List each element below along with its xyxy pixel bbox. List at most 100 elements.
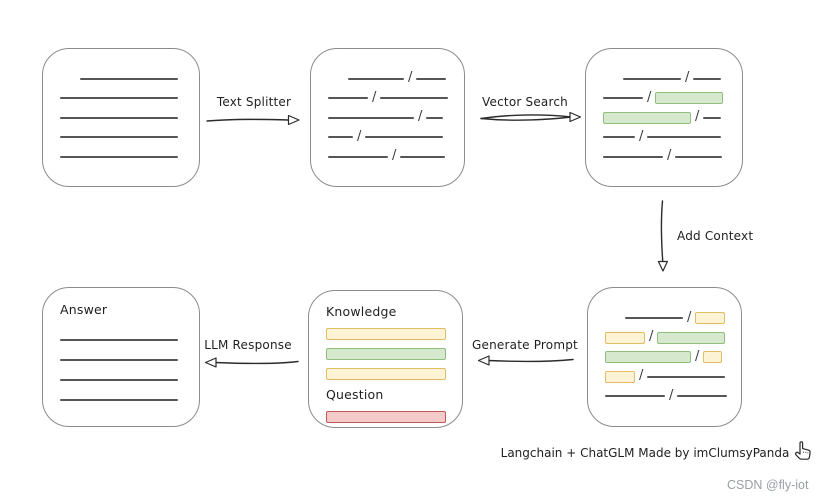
text-line (365, 136, 444, 138)
knowledge-label: Knowledge (326, 304, 397, 319)
sketch-row (60, 390, 182, 410)
sketch-row (60, 127, 182, 147)
text-line (60, 136, 178, 138)
slash-separator: / (685, 70, 690, 85)
sketch-row: / (348, 69, 447, 89)
yellow-highlight (695, 312, 726, 324)
text-line (647, 136, 722, 138)
text-line (60, 399, 178, 401)
context-lines: / / / / / (605, 308, 728, 406)
text-line (328, 136, 353, 138)
slash-separator: / (687, 309, 692, 325)
sketch-row (326, 324, 446, 344)
slash-separator: / (669, 387, 674, 403)
text-line (703, 116, 722, 119)
answer-lines (60, 330, 182, 410)
slash-separator: / (418, 109, 423, 124)
context-box: / / / / / (587, 287, 742, 427)
slash-separator: / (357, 128, 362, 144)
sketch-row: / (328, 108, 447, 128)
knowledge-bars (326, 324, 446, 384)
sketch-row: / (623, 69, 725, 89)
add-context-label: Add Context (677, 229, 754, 243)
text-line (60, 116, 178, 119)
slash-separator: / (639, 128, 644, 144)
text-line (328, 155, 388, 158)
sketch-row (326, 407, 446, 427)
generate-prompt-arrow (477, 355, 574, 366)
chunk-lines: ///// (328, 69, 449, 167)
generate-prompt-label: Generate Prompt (472, 338, 578, 352)
yellow-highlight (703, 351, 723, 363)
sketch-row (60, 330, 182, 350)
text-line (328, 116, 414, 119)
text-line (380, 97, 449, 99)
slash-separator: / (392, 148, 397, 163)
yellow-highlight (326, 368, 446, 380)
answer-box: Answer (42, 287, 200, 427)
vector-result-lines: ///// (603, 69, 725, 167)
vector-search-arrow (480, 111, 582, 123)
vector-search-results-box: ///// (585, 48, 743, 187)
split-chunks-box: ///// (310, 48, 465, 187)
csdn-watermark: CSDN @fly-iot (727, 478, 809, 492)
text-line (416, 77, 447, 80)
sketch-row: / (328, 88, 449, 108)
sketch-row: / (328, 127, 447, 147)
answer-label: Answer (60, 302, 108, 317)
text-line (605, 395, 665, 397)
text-line (675, 155, 723, 158)
text-line (426, 116, 444, 119)
text-line (80, 77, 178, 80)
sketch-row: / (603, 127, 725, 147)
green-highlight (657, 331, 726, 344)
prompt-box: Knowledge Question (308, 290, 463, 428)
sketch-row (60, 108, 182, 128)
sketch-row (60, 350, 182, 370)
pointing-hand-icon (794, 441, 811, 460)
text-line (623, 77, 681, 80)
text-line (625, 317, 683, 319)
text-line (60, 155, 178, 158)
green-highlight (605, 351, 691, 363)
text-line (60, 97, 178, 99)
text-line (603, 136, 635, 138)
text-splitter-arrow (206, 114, 300, 126)
add-context-arrow (657, 200, 668, 272)
source-document-box (42, 48, 200, 187)
vector-search-label: Vector Search (482, 95, 568, 109)
sketch-row (60, 88, 182, 108)
question-label: Question (326, 387, 384, 402)
yellow-highlight (326, 328, 446, 340)
slash-separator: / (408, 70, 413, 85)
sketch-row: / (328, 147, 447, 167)
question-bar (326, 407, 446, 427)
slash-separator: / (649, 329, 654, 344)
text-line (693, 77, 722, 80)
text-line (603, 97, 643, 99)
text-line (348, 77, 404, 80)
slash-separator: / (695, 348, 700, 364)
text-line (60, 379, 178, 381)
sketch-row: / (605, 328, 726, 348)
sketch-row (60, 370, 182, 390)
text-line (677, 395, 728, 397)
yellow-highlight (605, 331, 645, 344)
green-highlight (655, 92, 724, 104)
sketch-row: / (603, 147, 725, 167)
sketch-row: / (605, 367, 726, 387)
slash-separator: / (639, 368, 644, 383)
text-line (603, 155, 663, 158)
llm-response-label: LLM Response (204, 338, 292, 352)
text-line (60, 339, 178, 341)
yellow-highlight (605, 370, 635, 383)
llm-response-arrow (204, 357, 299, 368)
sketch-row: / (605, 386, 728, 406)
slash-separator: / (695, 109, 700, 124)
sketch-row: / (605, 347, 724, 367)
sketch-row: / (603, 108, 725, 128)
sketch-row (326, 364, 446, 384)
sketch-row: / (603, 88, 725, 108)
text-splitter-label: Text Splitter (216, 95, 292, 109)
